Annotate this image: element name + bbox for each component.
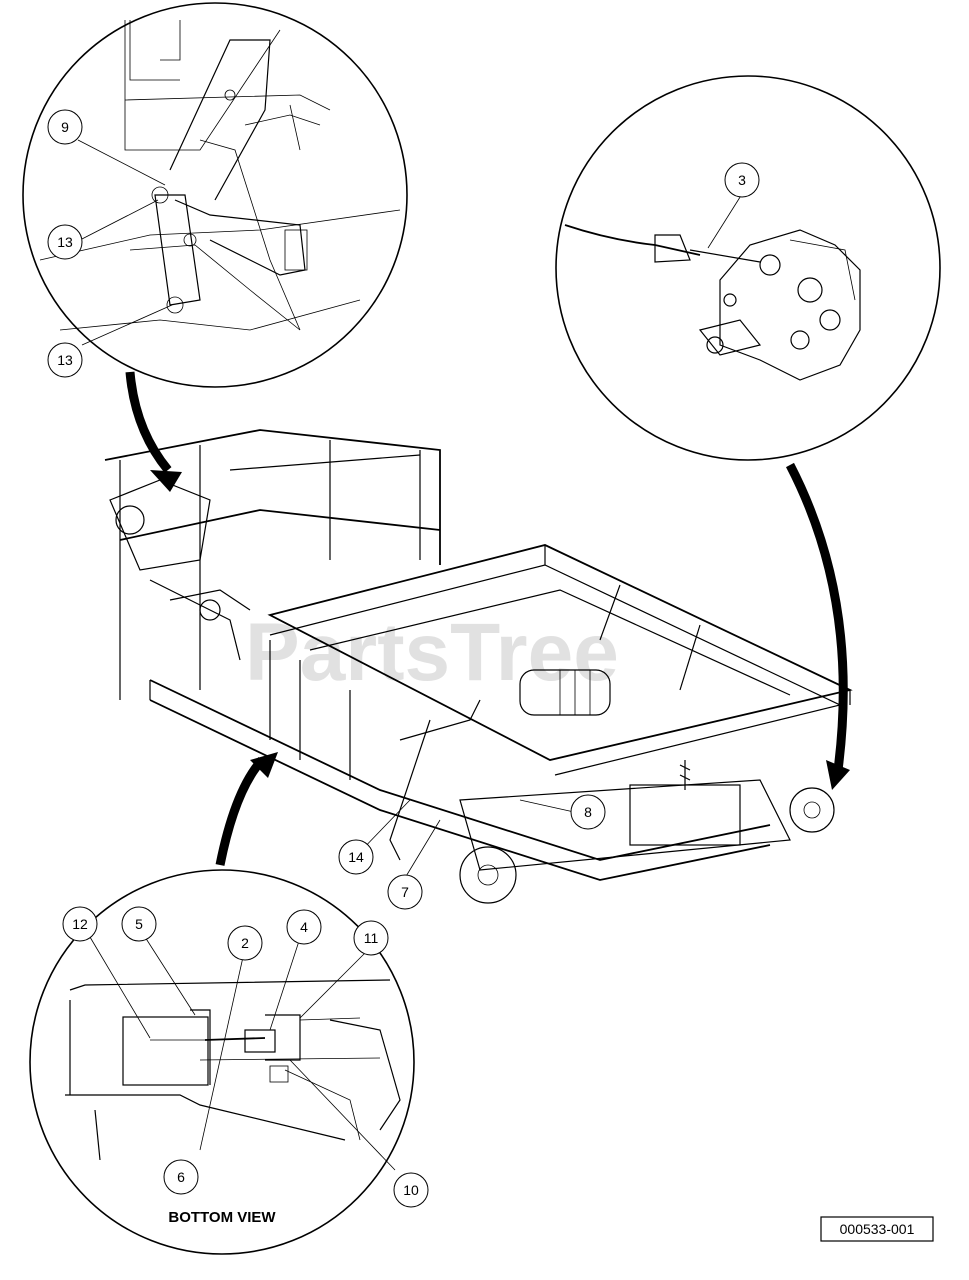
callout-4: 4 <box>286 909 322 945</box>
svg-text:7: 7 <box>401 884 409 900</box>
svg-text:14: 14 <box>348 849 364 865</box>
pointer-arrow-bottom-left <box>215 752 278 866</box>
svg-text:9: 9 <box>61 119 69 135</box>
detail-view-brake-cable <box>555 75 941 461</box>
callout-10: 10 <box>393 1172 429 1208</box>
callout-3: 3 <box>724 162 760 198</box>
part-number-box: 000533-001 <box>820 1216 934 1242</box>
callout-13-lower: 13 <box>47 342 83 378</box>
callout-2: 2 <box>227 925 263 961</box>
svg-text:13: 13 <box>57 234 73 250</box>
svg-text:8: 8 <box>584 804 592 820</box>
callout-14: 14 <box>338 839 374 875</box>
callout-11: 11 <box>353 920 389 956</box>
callout-5: 5 <box>121 906 157 942</box>
svg-text:6: 6 <box>177 1169 185 1185</box>
svg-text:12: 12 <box>72 916 88 932</box>
svg-text:5: 5 <box>135 916 143 932</box>
svg-text:4: 4 <box>300 919 308 935</box>
callout-13-upper: 13 <box>47 224 83 260</box>
callout-6: 6 <box>163 1159 199 1195</box>
callout-8: 8 <box>570 794 606 830</box>
svg-text:10: 10 <box>403 1182 419 1198</box>
detail-view-pedal-linkage <box>22 2 408 388</box>
part-number-text: 000533-001 <box>840 1221 915 1237</box>
vehicle-frame-assembly <box>104 429 853 904</box>
watermark-text: PartsTree <box>245 607 619 698</box>
pointer-arrow-top-right <box>786 462 850 790</box>
svg-text:2: 2 <box>241 935 249 951</box>
svg-text:13: 13 <box>57 352 73 368</box>
bottom-view-caption: BOTTOM VIEW <box>168 1209 276 1226</box>
detail-view-bottom <box>29 869 415 1255</box>
pointer-arrow-top-left <box>125 371 182 492</box>
callout-12: 12 <box>62 906 98 942</box>
svg-text:11: 11 <box>364 930 379 946</box>
callout-9: 9 <box>47 109 83 145</box>
callout-7: 7 <box>387 874 423 910</box>
svg-text:3: 3 <box>738 172 746 188</box>
